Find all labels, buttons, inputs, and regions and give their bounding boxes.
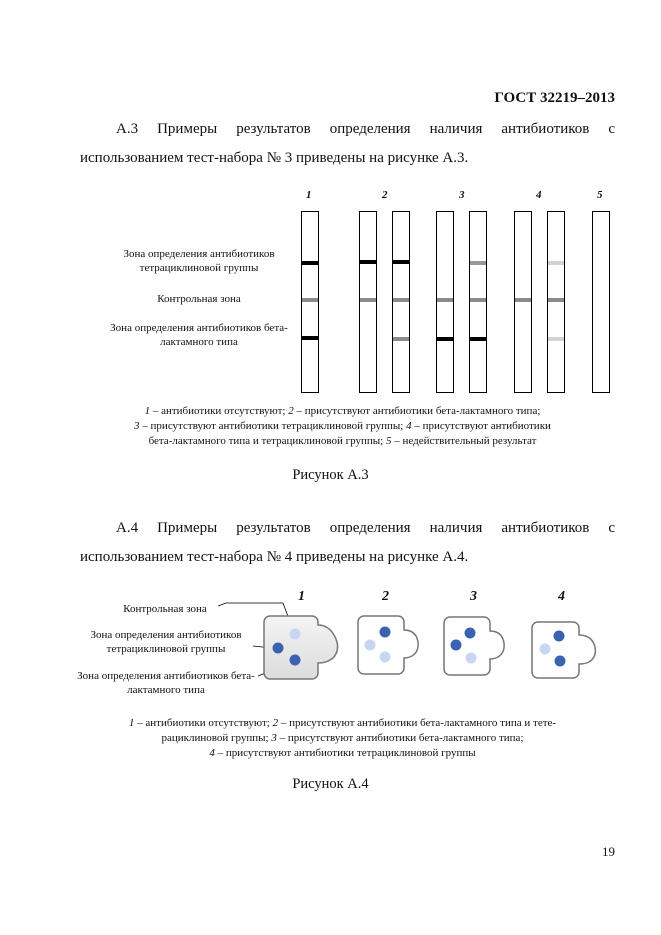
strip-number-4: 4 (536, 189, 542, 201)
beta-lactam-zone-dot (465, 652, 477, 664)
strip-band (360, 298, 376, 302)
strip-band (470, 337, 486, 341)
paragraph-a4: А.4 Примеры результатов определения нали… (80, 520, 615, 565)
page-number: 19 (602, 844, 615, 859)
test-strip-3b (469, 211, 487, 393)
strip-number-2: 2 (382, 189, 388, 201)
test-cassette-2 (357, 615, 419, 675)
document-header: ГОСТ 32219–2013 (494, 90, 615, 106)
label-beta-lactam-zone: Зона определения антибиотиков бета-лакта… (110, 322, 288, 348)
strip-band (548, 298, 564, 302)
test-number-1: 1 (298, 589, 305, 604)
strip-band (437, 298, 453, 302)
strip-band (470, 298, 486, 302)
control-zone-dot (464, 627, 476, 639)
strip-band (393, 298, 409, 302)
control-zone-dot (553, 630, 565, 642)
strip-band (548, 261, 564, 265)
strip-band (470, 261, 486, 265)
label-control-zone: Контрольная зона (157, 293, 241, 305)
label-tetracycline-zone-a4: Зона определения антибиотиков тетрацикли… (90, 629, 242, 655)
tetracycline-zone-dot (364, 639, 376, 651)
test-cassette-3 (443, 616, 505, 676)
strip-band (302, 298, 318, 302)
test-cassette-1 (263, 615, 339, 680)
test-strip-3a (436, 211, 454, 393)
control-zone-dot (289, 628, 301, 640)
tetracycline-zone-dot (450, 639, 462, 651)
strip-band (302, 336, 318, 340)
strip-band (393, 260, 409, 264)
test-number-2: 2 (382, 589, 389, 604)
tetracycline-zone-dot (272, 642, 284, 654)
caption-a4: 1 – антибиотики отсутствуют; 2 – присутс… (128, 717, 557, 759)
test-strip-1 (301, 211, 319, 393)
test-cassette-4 (531, 621, 597, 679)
caption-a3: 1 – антибиотики отсутствуют; 2 – присутс… (134, 405, 551, 447)
figure-title-a3: Рисунок А.3 (292, 467, 369, 483)
strip-band (437, 337, 453, 341)
strip-number-1: 1 (306, 189, 312, 201)
tetracycline-zone-dot (539, 643, 551, 655)
strip-number-3: 3 (459, 189, 465, 201)
strip-band (302, 261, 318, 265)
beta-lactam-zone-dot (554, 655, 566, 667)
paragraph-a3: А.3 Примеры результатов определения нали… (80, 121, 615, 166)
test-strip-4b (547, 211, 565, 393)
figure-title-a4: Рисунок А.4 (292, 776, 369, 792)
test-strip-2a (359, 211, 377, 393)
test-number-3: 3 (470, 589, 477, 604)
label-beta-lactam-zone-a4: Зона определения антибиотиков бета-лакта… (77, 670, 255, 696)
test-number-4: 4 (558, 589, 565, 604)
strip-band (515, 298, 531, 302)
strip-band (360, 260, 376, 264)
label-control-zone-a4: Контрольная зона (123, 603, 207, 615)
strip-number-5: 5 (597, 189, 603, 201)
test-strip-5 (592, 211, 610, 393)
beta-lactam-zone-dot (379, 651, 391, 663)
test-strip-4a (514, 211, 532, 393)
control-zone-dot (379, 626, 391, 638)
beta-lactam-zone-dot (289, 654, 301, 666)
strip-band (393, 337, 409, 341)
strip-band (548, 337, 564, 341)
test-strip-2b (392, 211, 410, 393)
label-tetracycline-zone: Зона определения антибиотиков тетрацикли… (123, 248, 275, 274)
